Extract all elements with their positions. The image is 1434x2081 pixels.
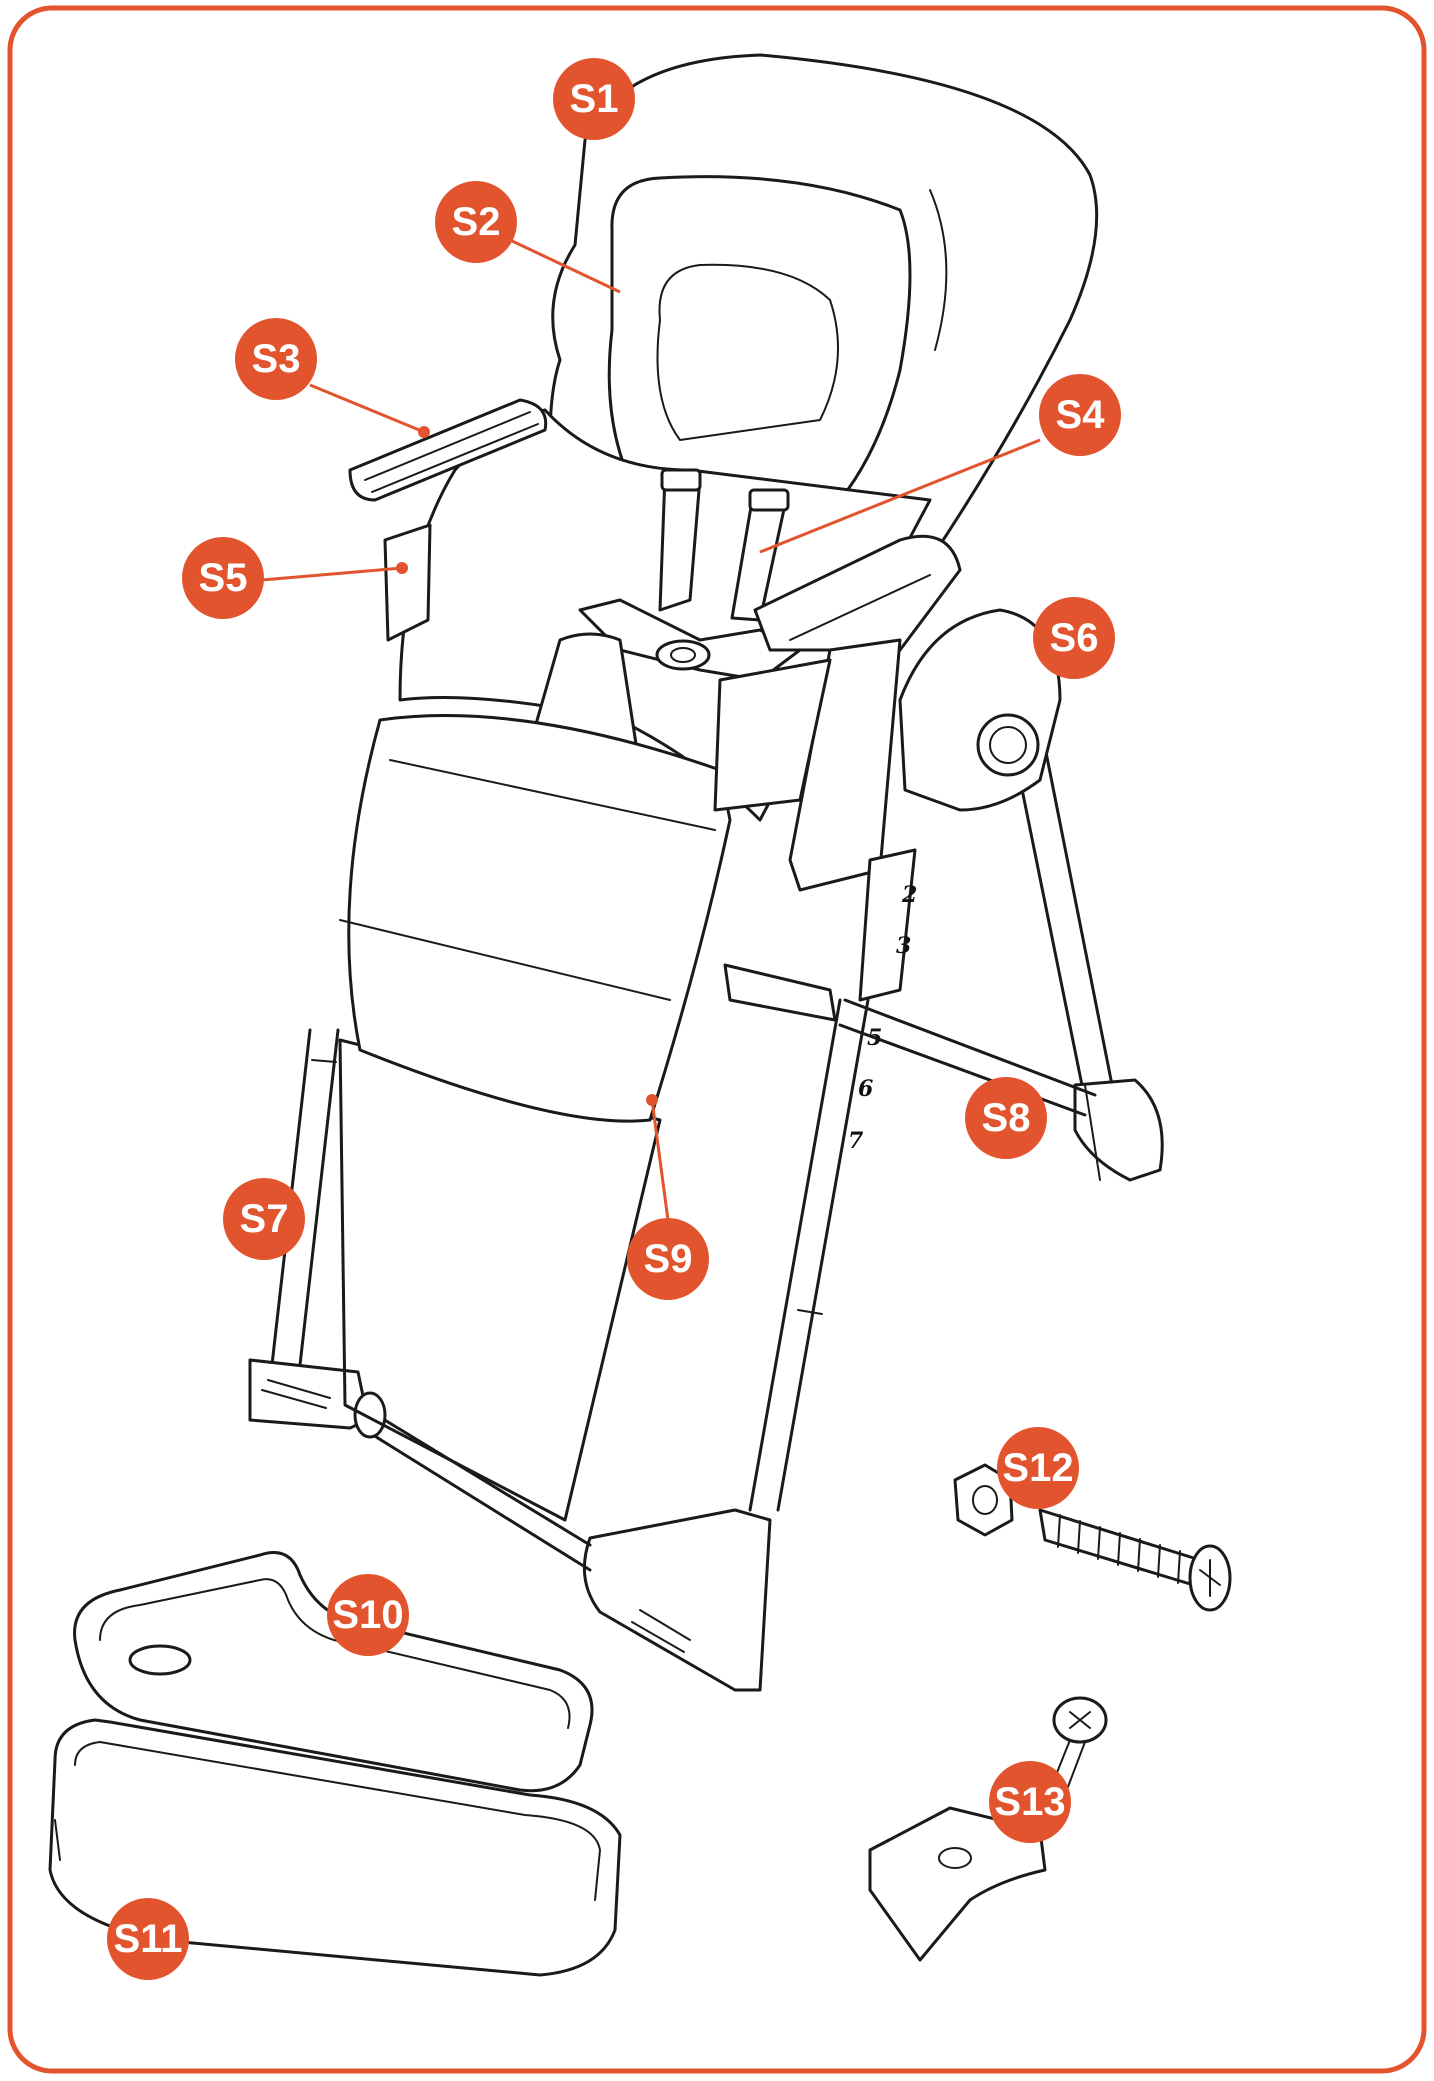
height-digit-5: 5 xyxy=(867,1025,882,1051)
height-adjust-column: 2 3 5 6 7 xyxy=(848,848,917,1154)
callout-label-s4: S4 xyxy=(1056,393,1106,437)
height-digit-7: 7 xyxy=(848,1128,864,1154)
callout-label-s1: S1 xyxy=(570,77,619,121)
tray-base xyxy=(48,1718,622,1977)
height-digit-3: 3 xyxy=(896,933,911,959)
callout-label-s10: S10 xyxy=(332,1593,403,1637)
callout-s2: S2 xyxy=(435,181,517,263)
callout-s3: S3 xyxy=(235,318,317,400)
callout-s10: S10 xyxy=(327,1574,409,1656)
callout-leaders xyxy=(261,238,1041,1221)
screw-and-clamp xyxy=(868,1696,1108,1962)
callout-s11: S11 xyxy=(107,1898,189,1980)
callout-s12: S12 xyxy=(997,1427,1079,1509)
diagram-border xyxy=(7,5,1427,2074)
part-callouts: S1 S2 S3 S4 S5 S6 S7 S8 xyxy=(107,58,1121,1980)
callout-s1: S1 xyxy=(553,58,635,140)
right-armrest xyxy=(713,534,962,892)
height-digit-6: 6 xyxy=(858,1076,873,1102)
callout-s5: S5 xyxy=(182,537,264,619)
callout-label-s12: S12 xyxy=(1002,1446,1073,1490)
high-chair-illustration: 2 3 5 6 7 xyxy=(248,53,1164,1692)
callout-s7: S7 xyxy=(223,1178,305,1260)
nut-and-bolt xyxy=(953,1463,1232,1612)
front-crossbar xyxy=(358,1403,592,1572)
callout-label-s7: S7 xyxy=(240,1197,289,1241)
callout-s6: S6 xyxy=(1033,597,1115,679)
callout-label-s5: S5 xyxy=(199,556,248,600)
recline-knob-housing xyxy=(898,608,1062,812)
callout-s8: S8 xyxy=(965,1077,1047,1159)
callout-label-s13: S13 xyxy=(994,1780,1065,1824)
seat-front-pad xyxy=(347,714,732,1123)
head-insert xyxy=(607,175,912,502)
callout-label-s3: S3 xyxy=(252,337,301,381)
callout-label-s8: S8 xyxy=(982,1096,1031,1140)
height-digit-2: 2 xyxy=(901,882,917,908)
tray-top xyxy=(73,1551,594,1793)
callout-s4: S4 xyxy=(1039,374,1121,456)
callout-label-s11: S11 xyxy=(114,1917,183,1961)
callout-label-s6: S6 xyxy=(1050,616,1099,660)
front-left-leg xyxy=(248,1028,370,1430)
left-armrest xyxy=(348,398,548,642)
callout-label-s2: S2 xyxy=(452,200,501,244)
rear-leg xyxy=(838,720,1164,1182)
callout-label-s9: S9 xyxy=(644,1237,693,1281)
callout-s13: S13 xyxy=(989,1761,1071,1843)
callout-s9: S9 xyxy=(627,1218,709,1300)
harness-straps xyxy=(578,468,802,682)
front-right-leg xyxy=(582,998,870,1692)
